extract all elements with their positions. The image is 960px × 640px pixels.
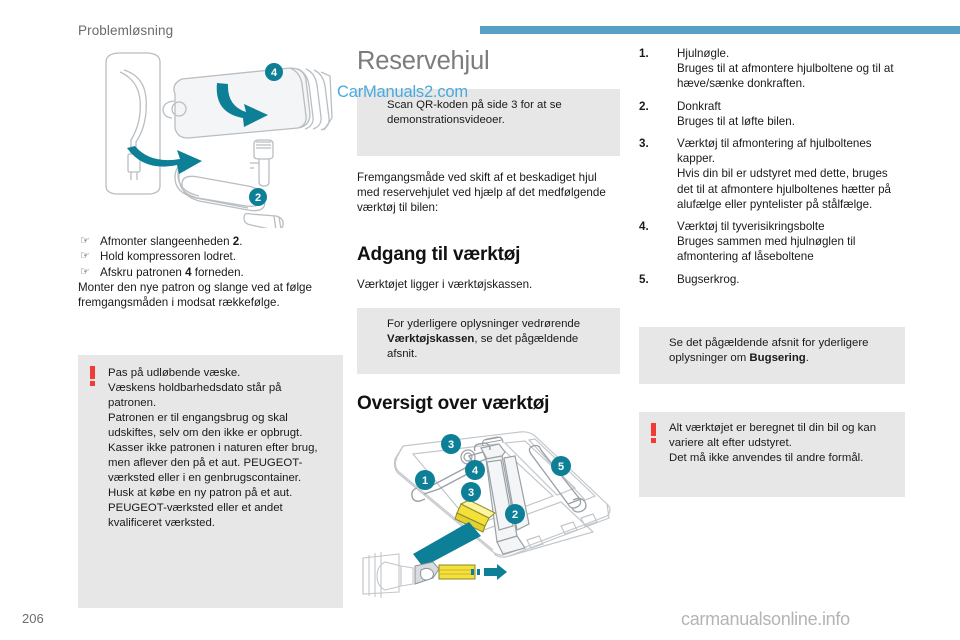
warning-line: Husk at købe en ny patron på et aut. PEU… <box>108 486 293 529</box>
list-item-number: 1. <box>639 47 649 60</box>
svg-text:4: 4 <box>472 465 479 477</box>
watermark-carmanualsonline: carmanualsonline.info <box>681 609 850 629</box>
warning-icon <box>651 422 656 443</box>
warning-line: Det må ikke anvendes til andre formål. <box>669 451 864 464</box>
list-item: ☞ Afskru patronen 4 forneden. <box>78 265 343 280</box>
step-text: Afskru patronen <box>100 265 186 279</box>
svg-text:3: 3 <box>468 487 474 499</box>
list-item-number: 4. <box>639 220 649 234</box>
info-note-towing: Se det pågældende afsnit for yderligere … <box>639 326 905 384</box>
tools-numbered-list: 1. Hjulnøgle. Bruges til at afmontere hj… <box>639 46 905 287</box>
chapter-title: Problemløsning <box>78 23 174 38</box>
list-item-description: Bruges til at afmontere hjulboltene og t… <box>677 62 894 91</box>
section-title-tools-overview: Oversigt over værktøj <box>357 392 550 414</box>
info-note-qr: Scan QR-koden på side 3 for at se demons… <box>357 89 620 156</box>
warning-icon <box>90 365 95 386</box>
warning-line: Alt værktøjet er beregnet til din bil og… <box>669 421 877 449</box>
list-item-number: 2. <box>639 99 649 113</box>
list-item: 2. Donkraft Bruges til at løfte bilen. <box>639 99 905 129</box>
step-text-after: forneden. <box>191 265 244 279</box>
list-item-description: Bruges sammen med hjulnøglen til afmonte… <box>677 235 856 264</box>
page-title: Reservehjul <box>357 47 490 75</box>
tools-access-text: Værktøjet ligger i værktøjskassen. <box>357 277 533 291</box>
info-note-text: Se det pågældende afsnit for yderligere … <box>669 336 869 364</box>
list-item-title: Bugserkrog. <box>677 272 740 286</box>
info-note-text: Scan QR-koden på side 3 for at se demons… <box>387 99 562 126</box>
left-paragraph: Monter den nye patron og slange ved at f… <box>78 281 312 310</box>
warning-line: Kasser ikke patronen i naturen efter bru… <box>108 441 318 484</box>
toolbox-overview-diagram: 1 2 3 3 4 5 <box>357 426 620 603</box>
pointing-hand-icon: ☞ <box>80 265 90 278</box>
svg-text:1: 1 <box>422 475 428 487</box>
list-item-description: Bruges til at løfte bilen. <box>677 114 795 128</box>
section-title-tools-access: Adgang til værktøj <box>357 243 521 265</box>
list-item-number: 3. <box>639 137 649 151</box>
info-note-bold: Værktøjskassen <box>387 332 475 345</box>
step-text: Hold kompressoren lodret. <box>100 250 236 264</box>
pointing-hand-icon: ☞ <box>80 235 90 247</box>
watermark-carmanuals2: CarManuals2.com <box>337 83 468 101</box>
step-text-after: . <box>239 235 243 248</box>
list-item-title: Donkraft <box>677 99 721 113</box>
page-number: 206 <box>22 611 44 626</box>
pointing-hand-icon: ☞ <box>80 250 90 263</box>
list-item-title: Hjulnøgle. <box>677 47 730 60</box>
list-item-number: 5. <box>639 272 649 286</box>
procedure-step-list: ☞ Afmonter slangeenheden 2. ☞ Hold kompr… <box>78 234 343 280</box>
svg-text:2: 2 <box>512 509 518 521</box>
warning-line: Pas på udløbende væske. <box>108 366 241 379</box>
list-item: 3. Værktøj til afmontering af hjulbolten… <box>639 136 905 212</box>
left-column: 4 2 ☞ Afmonter slangeenheden 2. ☞ Hold k… <box>78 46 343 608</box>
step-text: Afmonter slangeenheden <box>100 235 233 248</box>
list-item: 1. Hjulnøgle. Bruges til at afmontere hj… <box>639 46 905 92</box>
list-item-title: Værktøj til afmontering af hjulboltenes … <box>677 137 872 166</box>
middle-column: Reservehjul Scan QR-koden på side 3 for … <box>357 46 620 603</box>
header-accent-rule <box>480 26 960 34</box>
list-item: 4. Værktøj til tyverisikringsbolte Bruge… <box>639 219 905 265</box>
step-callout-ref: 2 <box>232 235 240 248</box>
right-column: 1. Hjulnøgle. Bruges til at afmontere hj… <box>639 46 905 497</box>
info-note-text: For yderligere oplysninger vedrørende Væ… <box>387 317 581 360</box>
compressor-cartridge-hose-diagram: 4 2 <box>78 46 343 231</box>
warning-line: Væskens holdbarhedsdato står på patronen… <box>108 381 282 409</box>
list-item: ☞ Hold kompressoren lodret. <box>78 249 343 264</box>
svg-text:5: 5 <box>558 461 564 473</box>
warning-note-fluid: Pas på udløbende væske. Væskens holdbarh… <box>78 354 343 608</box>
list-item: 5. Bugserkrog. <box>639 272 905 287</box>
step-callout-ref: 4 <box>185 265 192 279</box>
warning-note-tools: Alt værktøjet er beregnet til din bil og… <box>639 411 905 497</box>
svg-text:3: 3 <box>448 439 454 451</box>
list-item-description: Hvis din bil er udstyret med dette, brug… <box>677 167 891 211</box>
list-item: ☞ Afmonter slangeenheden 2. <box>78 234 343 249</box>
intro-paragraph: Fremgangsmåde ved skift af et beskadiget… <box>357 171 606 215</box>
list-item-title: Værktøj til tyverisikringsbolte <box>677 220 825 234</box>
info-note-bold: Bugsering <box>749 351 806 364</box>
svg-text:4: 4 <box>271 67 278 79</box>
svg-text:2: 2 <box>255 192 261 204</box>
warning-line: Patronen er til engangsbrug og skal udsk… <box>108 411 303 439</box>
info-note-toolbox: For yderligere oplysninger vedrørende Væ… <box>357 307 620 374</box>
